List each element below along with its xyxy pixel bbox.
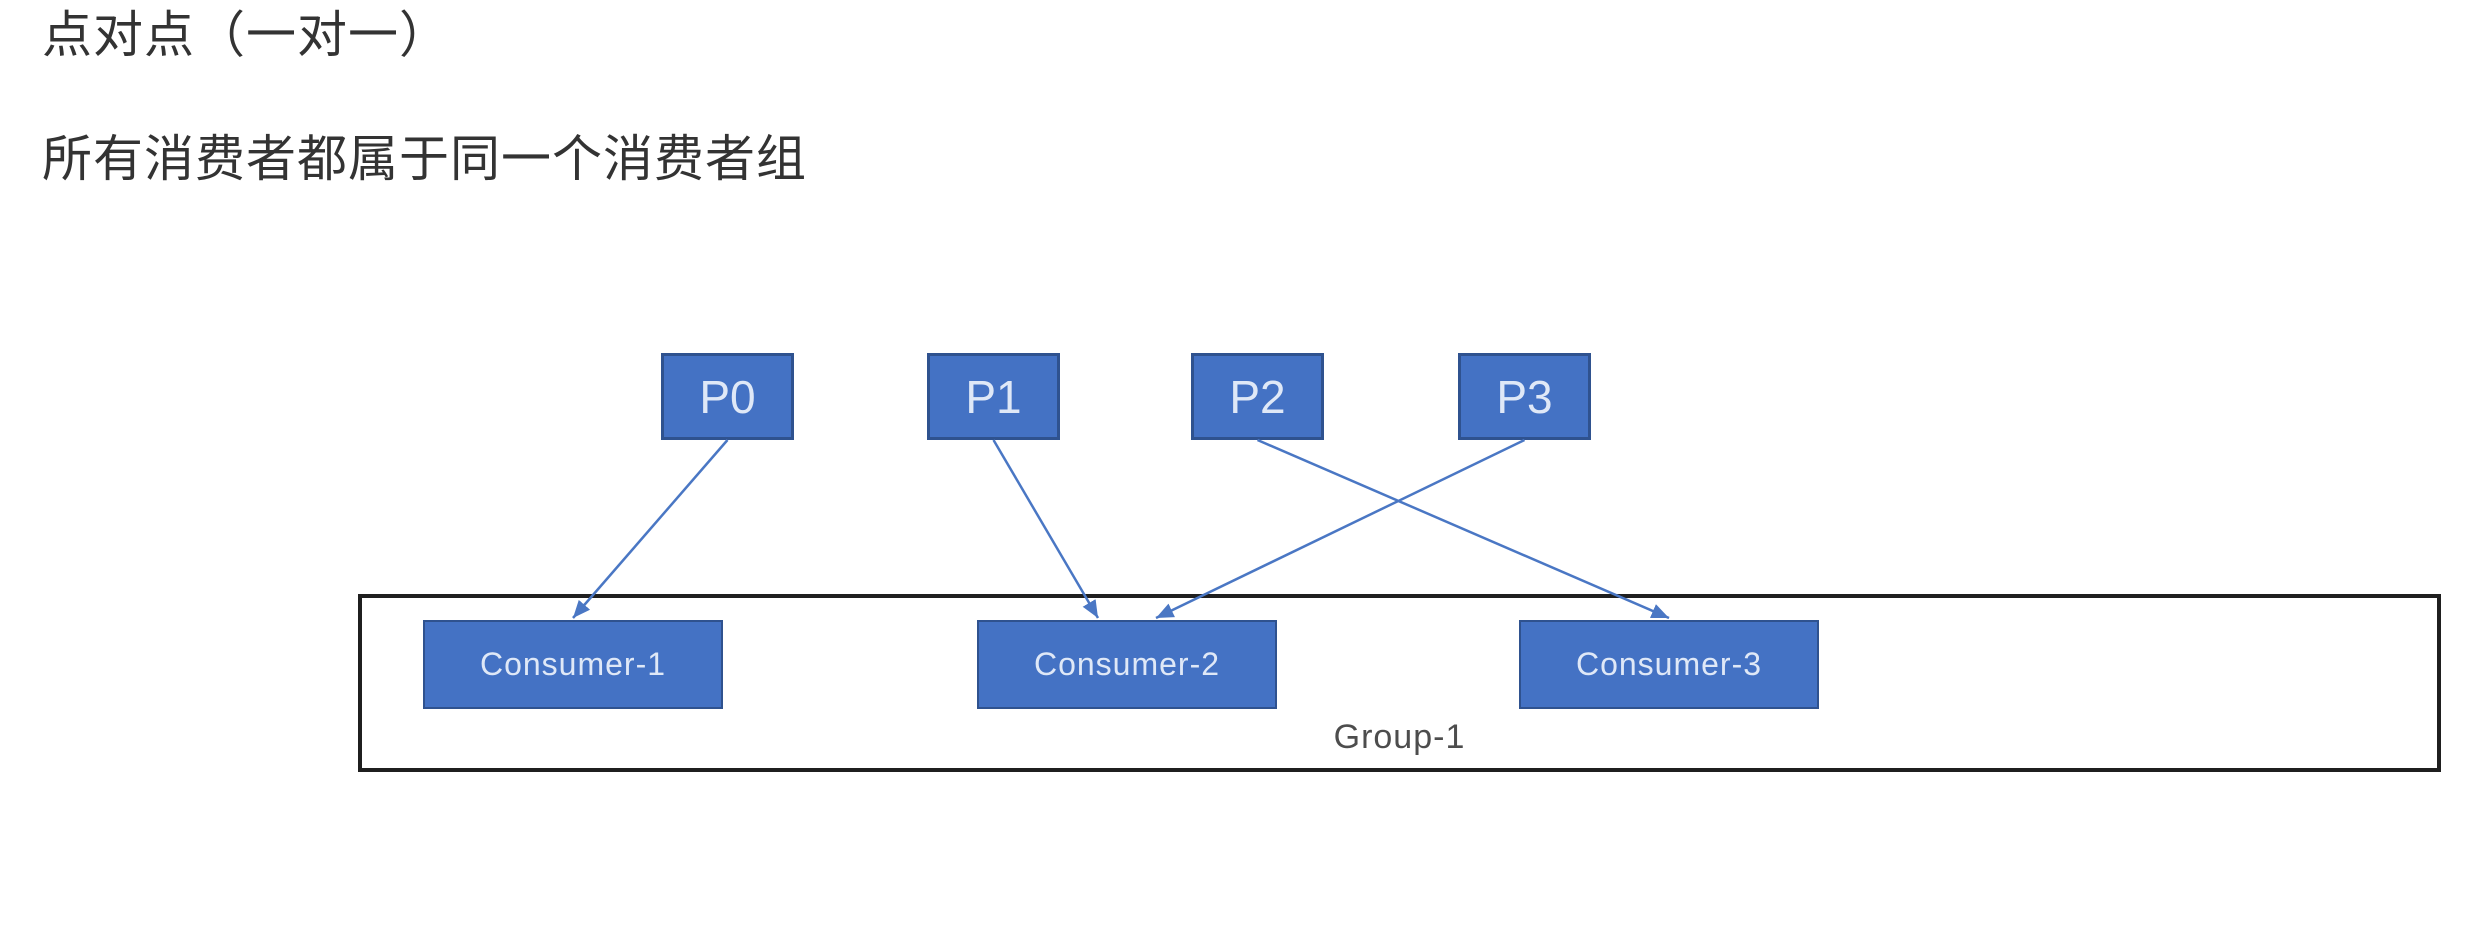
consumer-label-3: Consumer-3 xyxy=(1575,646,1763,682)
partition-node-p1: P1 xyxy=(927,353,1060,440)
consumer-node-3: Consumer-3 xyxy=(1519,620,1819,709)
partition-node-p0: P0 xyxy=(661,353,794,440)
page-subtitle: 所有消费者都属于同一个消费者组 xyxy=(42,131,807,187)
partition-label-p0: P0 xyxy=(699,370,756,423)
edge-P2-to-Consumer-3 xyxy=(1257,438,1670,620)
edge-P1-to-Consumer-2 xyxy=(992,439,1100,619)
partition-node-p2: P2 xyxy=(1191,353,1324,440)
group-label: Group-1 xyxy=(1333,718,1466,756)
consumer-label-2: Consumer-2 xyxy=(1033,646,1221,682)
partition-label-p1: P1 xyxy=(965,370,1022,423)
consumer-node-2: Consumer-2 xyxy=(977,620,1277,709)
edge-P3-to-Consumer-2 xyxy=(1155,438,1526,620)
edge-P0-to-Consumer-1 xyxy=(572,439,729,619)
consumer-label-1: Consumer-1 xyxy=(479,646,667,682)
consumer-node-1: Consumer-1 xyxy=(423,620,723,709)
partition-label-p2: P2 xyxy=(1229,370,1286,423)
page-title: 点对点（一对一） xyxy=(42,7,450,63)
partition-label-p3: P3 xyxy=(1496,370,1553,423)
partition-node-p3: P3 xyxy=(1458,353,1591,440)
